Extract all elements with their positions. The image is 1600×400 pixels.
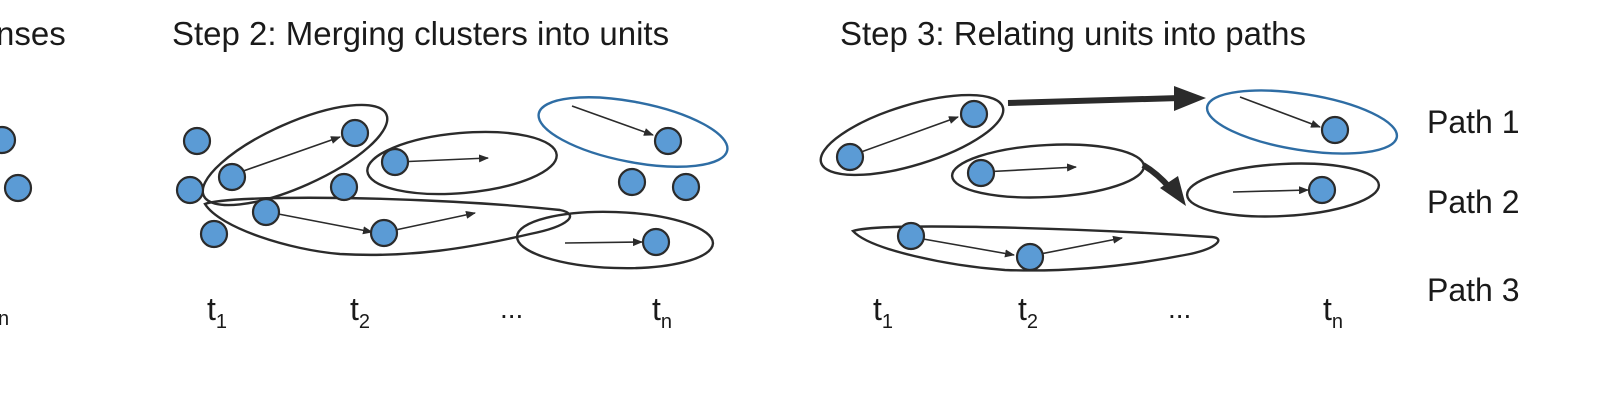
unit-outline-highlighted (537, 96, 729, 168)
time-label-t1: t1 (207, 291, 227, 333)
unit-outline (850, 225, 1220, 272)
time-label-tn: tn (652, 291, 672, 333)
unit-outline (366, 130, 558, 196)
unit-node (896, 221, 926, 251)
cluster-node (329, 172, 359, 202)
step3-title: Step 3: Relating units into paths (840, 15, 1306, 52)
step1-time-fragment: n (0, 308, 9, 330)
step1-node (0, 125, 17, 155)
unit-outline (1185, 162, 1381, 218)
unit-node (959, 99, 989, 129)
link-arrow (911, 236, 1015, 258)
step2-title: Step 2: Merging clusters into units (172, 15, 669, 52)
link-arrow (1239, 96, 1321, 128)
cluster-node (671, 172, 701, 202)
step1-node (3, 173, 33, 203)
cluster-node (340, 118, 370, 148)
link-arrow (981, 163, 1077, 173)
cluster-node (380, 147, 410, 177)
path-label-2: Path 2 (1427, 184, 1520, 220)
unit-node (1320, 115, 1350, 145)
cluster-node (217, 162, 247, 192)
link-arrow (396, 154, 489, 163)
step2-panel: Step 2: Merging clusters into units t1 t… (172, 15, 729, 333)
link-arrow (267, 211, 373, 235)
path-label-3: Path 3 (1427, 272, 1520, 308)
time-label-t2: t2 (1018, 291, 1038, 333)
relation-arrowhead (1174, 86, 1206, 111)
cluster-node (175, 175, 205, 205)
time-ellipsis: ... (1168, 293, 1191, 324)
unit-outline (819, 93, 1005, 177)
unit-outline-highlighted (1205, 89, 1399, 155)
link-arrow (849, 116, 959, 157)
cluster-node (617, 167, 647, 197)
path-label-1: Path 1 (1427, 104, 1520, 140)
unit-node (835, 142, 865, 172)
link-arrow (231, 136, 341, 176)
time-label-t2: t2 (350, 291, 370, 333)
link-arrow (571, 105, 654, 136)
cluster-node (251, 197, 281, 227)
unit-node (1307, 175, 1337, 205)
cluster-node (653, 126, 683, 156)
cluster-node (369, 218, 399, 248)
link-arrow (1232, 186, 1309, 195)
link-arrow (1029, 235, 1123, 257)
step3-panel: Step 3: Relating units into paths t1 t2 … (819, 15, 1520, 333)
unit-node (966, 158, 996, 188)
cluster-node (182, 126, 212, 156)
link-arrow (385, 210, 476, 233)
unit-outline (201, 103, 389, 207)
step1-title-fragment: nses (0, 15, 66, 52)
time-ellipsis: ... (500, 293, 523, 324)
relation-arrowhead (1160, 176, 1186, 206)
relation-arrow (1007, 95, 1181, 106)
time-label-t1: t1 (873, 291, 893, 333)
time-label-tn: tn (1323, 291, 1343, 333)
cluster-node (641, 227, 671, 257)
unit-outline (515, 210, 715, 270)
link-arrow (564, 238, 643, 247)
unit-node (1015, 242, 1045, 272)
step1-panel: nses n (0, 15, 66, 330)
cluster-node (199, 219, 229, 249)
